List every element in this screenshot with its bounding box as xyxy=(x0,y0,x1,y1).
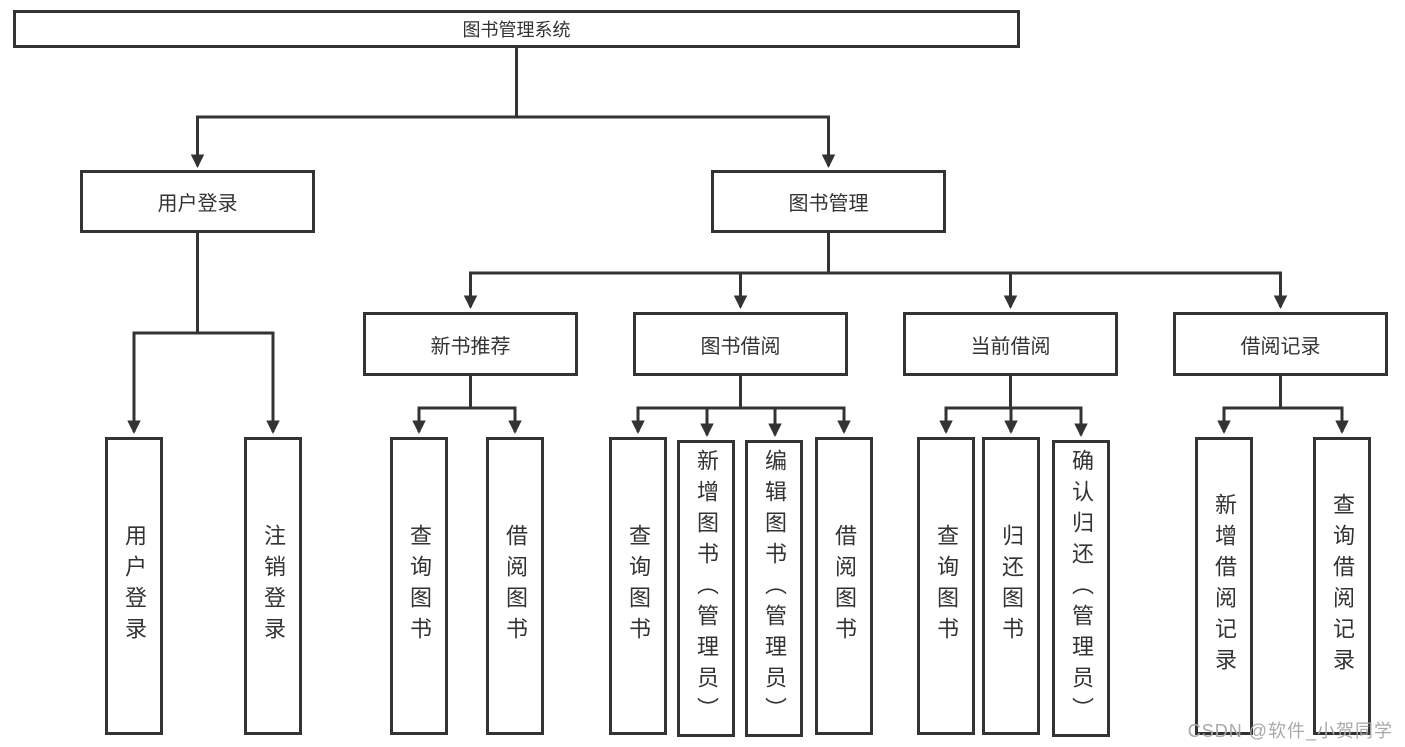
leaf-query-books-1: 查询图书 xyxy=(390,437,448,735)
leaf-query-books-2: 查询图书 xyxy=(609,437,667,735)
node-label: 注销登录 xyxy=(261,524,286,648)
node-user-login: 用户登录 xyxy=(80,170,315,233)
node-label: 用户登录 xyxy=(122,524,147,648)
node-label: 图书借阅 xyxy=(700,335,781,358)
node-label: 用户登录 xyxy=(157,193,238,215)
leaf-query-books-3: 查询图书 xyxy=(917,437,975,735)
node-label: 编辑图书（管理员） xyxy=(762,449,787,728)
leaf-return-books: 归还图书 xyxy=(982,437,1040,735)
leaf-add-books-admin: 新增图书（管理员） xyxy=(677,440,735,737)
node-library-system: 图书管理系统 xyxy=(13,10,1020,48)
leaf-edit-books-admin: 编辑图书（管理员） xyxy=(745,440,803,737)
node-label: 查询图书 xyxy=(626,524,651,648)
node-label: 新增借阅记录 xyxy=(1212,493,1237,679)
node-book-borrowing: 图书借阅 xyxy=(633,312,848,376)
node-label: 借阅图书 xyxy=(503,524,528,648)
node-label: 图书管理系统 xyxy=(462,20,571,40)
leaf-confirm-return-admin: 确认归还（管理员） xyxy=(1052,440,1110,737)
node-label: 新书推荐 xyxy=(430,335,511,358)
leaf-borrow-books-1: 借阅图书 xyxy=(486,437,544,735)
node-current-borrowing: 当前借阅 xyxy=(903,312,1118,376)
leaf-add-borrow-record: 新增借阅记录 xyxy=(1195,437,1253,735)
node-label: 借阅图书 xyxy=(832,524,857,648)
node-label: 归还图书 xyxy=(999,524,1024,648)
leaf-query-borrow-record: 查询借阅记录 xyxy=(1313,437,1371,735)
node-label: 查询借阅记录 xyxy=(1330,493,1355,679)
leaf-logout: 注销登录 xyxy=(244,437,302,735)
node-book-management: 图书管理 xyxy=(711,170,946,233)
node-new-book-recommendation: 新书推荐 xyxy=(363,312,578,376)
node-label: 新增图书（管理员） xyxy=(694,449,719,728)
csdn-watermark: CSDN @软件_小贺同学 xyxy=(1187,721,1393,741)
leaf-user-login: 用户登录 xyxy=(105,437,163,735)
node-label: 图书管理 xyxy=(788,193,869,215)
node-label: 确认归还（管理员） xyxy=(1069,449,1094,728)
node-label: 借阅记录 xyxy=(1240,335,1321,358)
node-label: 当前借阅 xyxy=(970,335,1051,358)
node-borrowing-records: 借阅记录 xyxy=(1173,312,1388,376)
node-label: 查询图书 xyxy=(407,524,432,648)
node-label: 查询图书 xyxy=(934,524,959,648)
leaf-borrow-books-2: 借阅图书 xyxy=(815,437,873,735)
